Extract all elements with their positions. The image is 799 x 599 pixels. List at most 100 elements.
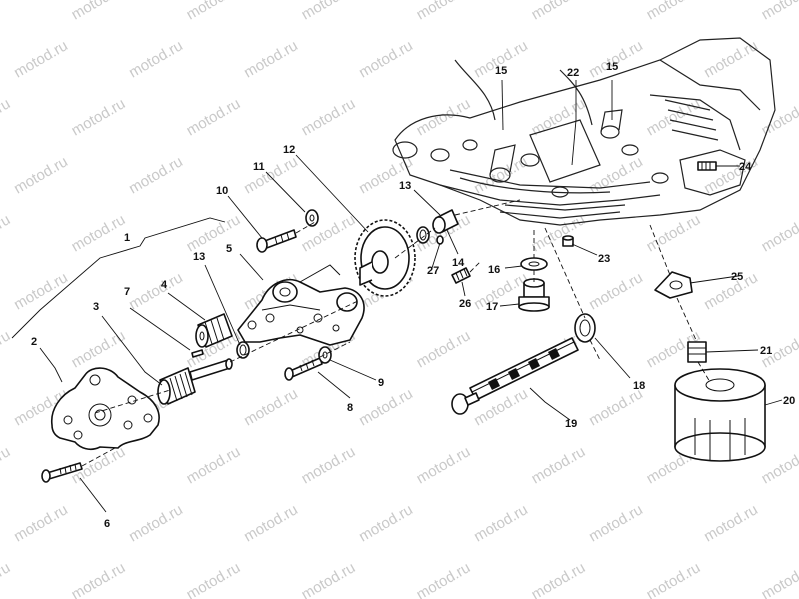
callout-22: 22 (567, 67, 579, 79)
watermark-text: motod.ru (126, 269, 186, 313)
watermark-text: motod.ru (529, 559, 589, 599)
callout-24: 24 (739, 161, 752, 173)
watermark-text: motod.ru (414, 95, 474, 139)
watermark-text: motod.ru (184, 95, 244, 139)
callout-25: 25 (731, 271, 743, 283)
watermark-text: motod.ru (701, 37, 761, 81)
callout-5: 5 (226, 243, 232, 255)
watermark-text: motod.ru (701, 501, 761, 545)
callout-11: 11 (253, 161, 265, 173)
callout-3: 3 (93, 301, 99, 313)
watermark-text: motod.ru (529, 0, 589, 23)
washer-27 (436, 235, 444, 245)
seal-ring (520, 257, 548, 271)
watermark-text: motod.ru (414, 443, 474, 487)
filter-ring (574, 313, 596, 343)
callout-labels: 1 2 3 4 5 6 7 8 9 10 11 12 13 13 14 15 1… (31, 61, 795, 530)
watermark-text: motod.ru (0, 211, 13, 255)
engine-crankcase (392, 37, 776, 226)
watermark-text: motod.ru (184, 443, 244, 487)
callout-6: 6 (104, 518, 110, 530)
o-ring-left (236, 341, 250, 359)
oil-filter (674, 368, 766, 462)
callout-18: 18 (633, 380, 645, 392)
watermark-text: motod.ru (69, 95, 129, 139)
watermark-text: motod.ru (126, 501, 186, 545)
callout-20: 20 (783, 395, 795, 407)
callout-1: 1 (124, 232, 130, 244)
watermark-text: motod.ru (759, 0, 799, 23)
watermark-text: motod.ru (184, 0, 244, 23)
watermark-text: motod.ru (414, 559, 474, 599)
oil-strainer (451, 337, 579, 415)
watermark-text: motod.ru (241, 153, 301, 197)
watermark-text: motod.ru (0, 327, 13, 371)
callout-2: 2 (31, 336, 37, 348)
watermark-text: motod.ru (299, 443, 359, 487)
stud (697, 161, 717, 171)
leader-lines (11, 79, 783, 513)
callout-27: 27 (427, 265, 439, 277)
watermark-text: motod.ru (759, 211, 799, 255)
watermark-text: motod.ru (471, 153, 531, 197)
callout-9: 9 (378, 377, 384, 389)
callout-17: 17 (486, 301, 498, 313)
watermark-text: motod.ru (586, 153, 646, 197)
watermark-text: motod.ru (644, 559, 704, 599)
watermark-text: motod.ru (69, 0, 129, 23)
cover-bolt (41, 462, 83, 483)
watermark-text: motod.ru (11, 501, 71, 545)
callout-15-left: 15 (495, 65, 507, 77)
pump-body (237, 264, 365, 346)
drive-sprocket (354, 219, 416, 297)
watermark-text: motod.ru (126, 37, 186, 81)
watermark-text: motod.ru (644, 211, 704, 255)
o-ring-right (416, 226, 430, 244)
washer-11 (305, 209, 319, 227)
watermark-text: motod.ru (241, 501, 301, 545)
watermark-text: motod.ru (11, 37, 71, 81)
watermark-text: motod.ru (529, 443, 589, 487)
callout-16: 16 (488, 264, 500, 276)
callout-12: 12 (283, 144, 295, 156)
callout-4: 4 (161, 279, 168, 291)
callout-23: 23 (598, 253, 610, 265)
watermark-text: motod.ru (126, 153, 186, 197)
watermark-text: motod.ru (414, 327, 474, 371)
washer-9 (318, 346, 332, 364)
watermark-text: motod.ru (586, 501, 646, 545)
watermark-text: motod.ru (241, 385, 301, 429)
callout-15-right: 15 (606, 61, 618, 73)
alignment-lines (81, 199, 711, 467)
callout-14: 14 (452, 257, 465, 269)
callout-19: 19 (565, 418, 577, 430)
watermark-text: motod.ru (0, 95, 13, 139)
watermark-text: motod.ru (759, 559, 799, 599)
watermark-text: motod.ru (0, 0, 13, 23)
watermark-text: motod.ru (184, 211, 244, 255)
watermark-text: motod.ru (0, 559, 13, 599)
watermark-text: motod.ru (0, 443, 13, 487)
callout-10: 10 (216, 185, 228, 197)
watermark-text: motod.ru (184, 559, 244, 599)
callout-7: 7 (124, 286, 130, 298)
pump-drive-gear (157, 358, 233, 405)
pump-driven-gear (195, 313, 233, 348)
watermark-text: motod.ru (356, 501, 416, 545)
watermark-text: motod.ru (241, 37, 301, 81)
callout-13-right: 13 (399, 180, 411, 192)
watermark-text: motod.ru (414, 0, 474, 23)
callout-8: 8 (347, 402, 353, 414)
watermark-text: motod.ru (644, 0, 704, 23)
filter-nipple (687, 341, 707, 363)
small-plug (562, 235, 574, 247)
watermark-text: motod.ru (11, 153, 71, 197)
watermark-text: motod.ru (69, 211, 129, 255)
filter-gasket (654, 271, 693, 299)
callout-13-left: 13 (193, 251, 205, 263)
watermark-text: motod.ru (299, 0, 359, 23)
watermark-text: motod.ru (759, 95, 799, 139)
relief-spring (451, 267, 471, 284)
